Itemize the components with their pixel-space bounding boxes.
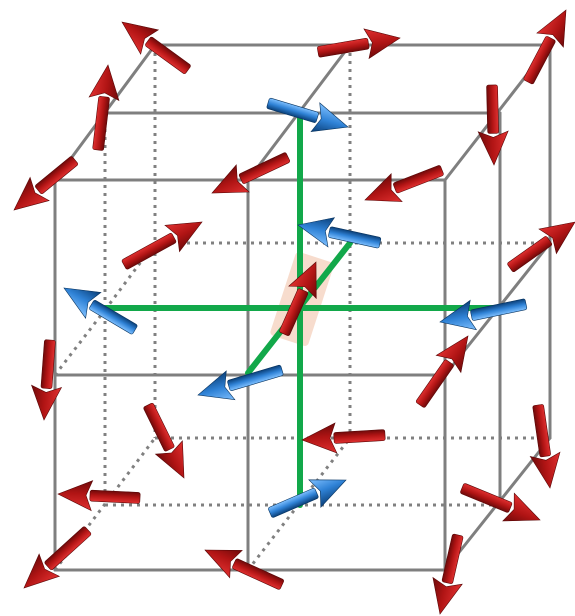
arrow-shaft <box>507 236 553 273</box>
arrow-head <box>154 440 185 479</box>
arrow-head <box>31 384 63 421</box>
arrow-shaft <box>143 402 175 452</box>
arrow-head <box>288 261 317 300</box>
arrow-head <box>88 64 120 102</box>
red-spin-arrow-icon <box>88 64 120 151</box>
red-spin-arrow-icon <box>204 549 284 590</box>
red-spin-arrow-icon <box>121 21 191 74</box>
arrow-head <box>477 130 509 166</box>
arrow-shaft <box>532 404 551 458</box>
spin-arrows <box>13 9 575 615</box>
arrow-head <box>57 480 94 512</box>
arrow-head <box>435 335 469 374</box>
arrow-head <box>297 217 336 248</box>
arrow-shaft <box>145 36 191 74</box>
arrow-shaft <box>268 488 319 518</box>
arrow-shaft <box>266 97 319 123</box>
arrow-head <box>197 370 236 401</box>
red-spin-arrow-icon <box>211 152 290 194</box>
red-spin-arrow-icon <box>279 261 317 336</box>
arrow-shaft <box>44 526 92 571</box>
arrow-shaft <box>317 37 370 58</box>
arrow-head <box>363 28 401 60</box>
red-spin-arrow-icon <box>507 221 575 273</box>
arrow-shaft <box>441 533 464 584</box>
arrow-head <box>538 221 575 255</box>
arrow-shaft <box>232 558 284 590</box>
blue-spin-arrow-icon <box>63 287 138 335</box>
arrow-shaft <box>40 339 56 389</box>
arrow-head <box>364 172 403 202</box>
red-spin-arrow-icon <box>529 404 561 489</box>
dotted-line <box>103 242 157 311</box>
blue-spin-arrow-icon <box>268 479 347 518</box>
arrow-head <box>23 553 61 589</box>
red-spin-arrow-icon <box>31 339 63 421</box>
arrow-shaft <box>92 96 110 151</box>
arrow-shaft <box>279 288 309 336</box>
arrow-shaft <box>470 298 528 321</box>
arrow-head <box>432 576 463 615</box>
arrow-shaft <box>393 165 444 194</box>
arrow-head <box>310 102 349 132</box>
dotted-line <box>53 437 157 571</box>
arrow-head <box>308 479 347 509</box>
blue-spin-arrow-icon <box>197 364 284 401</box>
red-spin-arrow-icon <box>364 165 444 202</box>
blue-spin-arrow-icon <box>266 97 349 132</box>
arrow-shaft <box>35 156 78 195</box>
red-spin-arrow-icon <box>460 483 541 522</box>
arrow-shaft <box>460 483 513 513</box>
red-spin-arrow-icon <box>143 402 185 479</box>
arrow-head <box>502 492 541 522</box>
blue-spin-arrow-icon <box>439 298 528 331</box>
red-spin-arrow-icon <box>415 335 469 408</box>
red-spin-arrow-icon <box>301 422 386 454</box>
red-spin-arrow-icon <box>523 9 567 85</box>
red-spin-arrow-icon <box>13 156 78 211</box>
arrow-head <box>204 549 243 579</box>
arrow-head <box>13 176 50 211</box>
arrow-shaft <box>415 359 454 408</box>
red-spin-arrow-icon <box>432 533 464 615</box>
arrow-head <box>121 21 160 55</box>
arrow-shaft <box>89 299 138 335</box>
red-spin-arrow-icon <box>477 84 509 166</box>
arrow-head <box>301 422 338 454</box>
arrow-head <box>63 287 102 319</box>
arrow-shaft <box>121 233 177 270</box>
arrow-shaft <box>238 152 290 184</box>
red-spin-arrow-icon <box>23 526 92 589</box>
arrow-head <box>164 221 203 253</box>
arrow-head <box>439 299 478 331</box>
red-spin-arrow-icon <box>121 221 203 270</box>
red-spin-arrow-icon <box>57 480 141 512</box>
arrow-head <box>536 9 567 48</box>
arrow-shaft <box>328 226 382 249</box>
dotted-line <box>53 309 107 376</box>
blue-spin-arrow-icon <box>297 217 382 249</box>
arrow-shaft <box>333 429 386 444</box>
arrow-shaft <box>89 489 141 504</box>
arrow-head <box>529 451 561 489</box>
arrow-shaft <box>227 364 284 391</box>
red-spin-arrow-icon <box>317 28 401 60</box>
arrow-shaft <box>486 84 499 134</box>
arrow-shaft <box>523 36 556 85</box>
hidden-lattice-lines <box>53 45 550 571</box>
arrow-head <box>211 164 250 194</box>
